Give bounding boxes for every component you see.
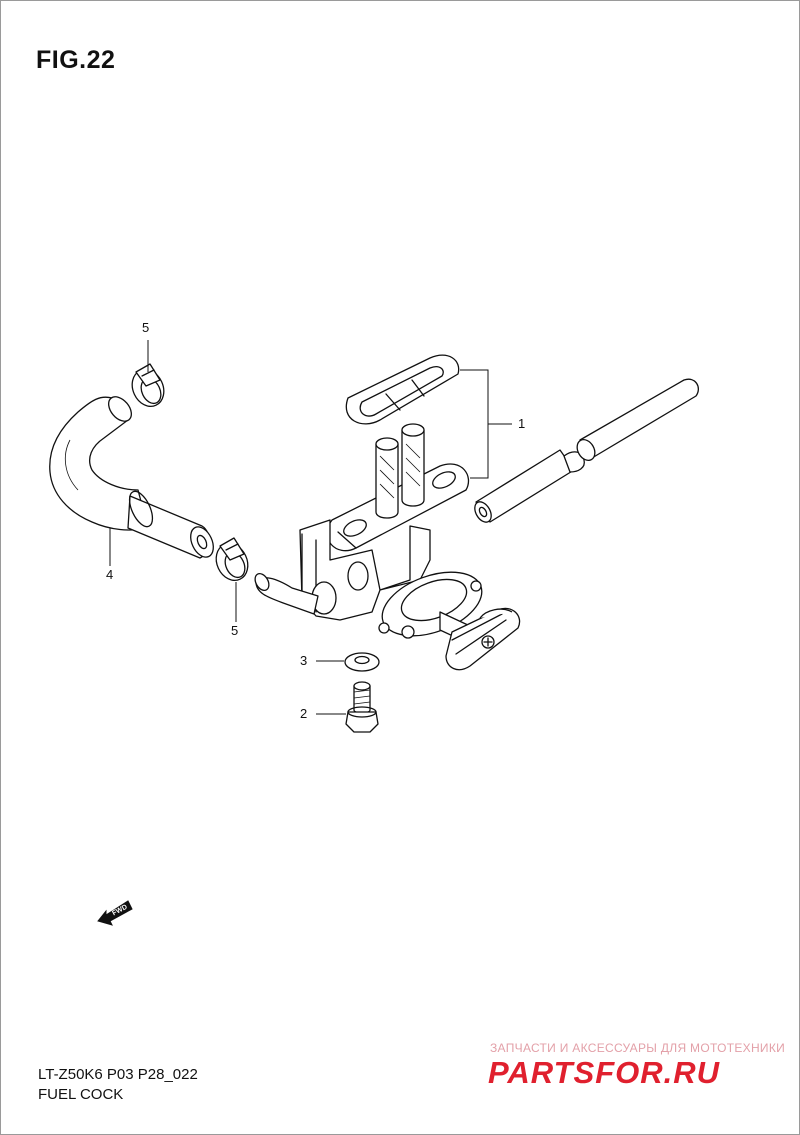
fuel-hose-part-4 [49,396,214,559]
straight-fuel-hose [474,378,699,523]
figure-title: FIG.22 [36,46,116,74]
callout-4: 4 [106,567,114,582]
watermark-logo-text: PARTSFOR.RU [488,1055,721,1090]
hose-clamp-lower-part-5 [215,537,249,581]
callout-5-upper: 5 [142,320,150,335]
fuel-cock-body-part-1 [254,423,521,671]
watermark-tagline: ЗАПЧАСТИ И АКСЕССУАРЫ ДЛЯ МОТОТЕХНИКИ [490,1041,786,1055]
callout-5-lower: 5 [231,623,239,638]
model-code: LT-Z50K6 P03 P28_022 [38,1066,198,1083]
leader-bracket-1 [460,369,512,479]
fwd-arrow-icon: FWD [97,900,133,926]
callout-2: 2 [300,706,308,721]
watermark-logo: PARTSFOR.RU [488,1055,721,1090]
washer-part-3 [344,652,380,672]
hose-clamp-upper-part-5 [131,363,165,407]
bolt-part-2 [345,681,379,733]
part-name: FUEL COCK [38,1086,124,1103]
fuel-cock-gasket [345,354,460,425]
callout-1: 1 [518,416,526,431]
callout-3: 3 [300,653,308,668]
